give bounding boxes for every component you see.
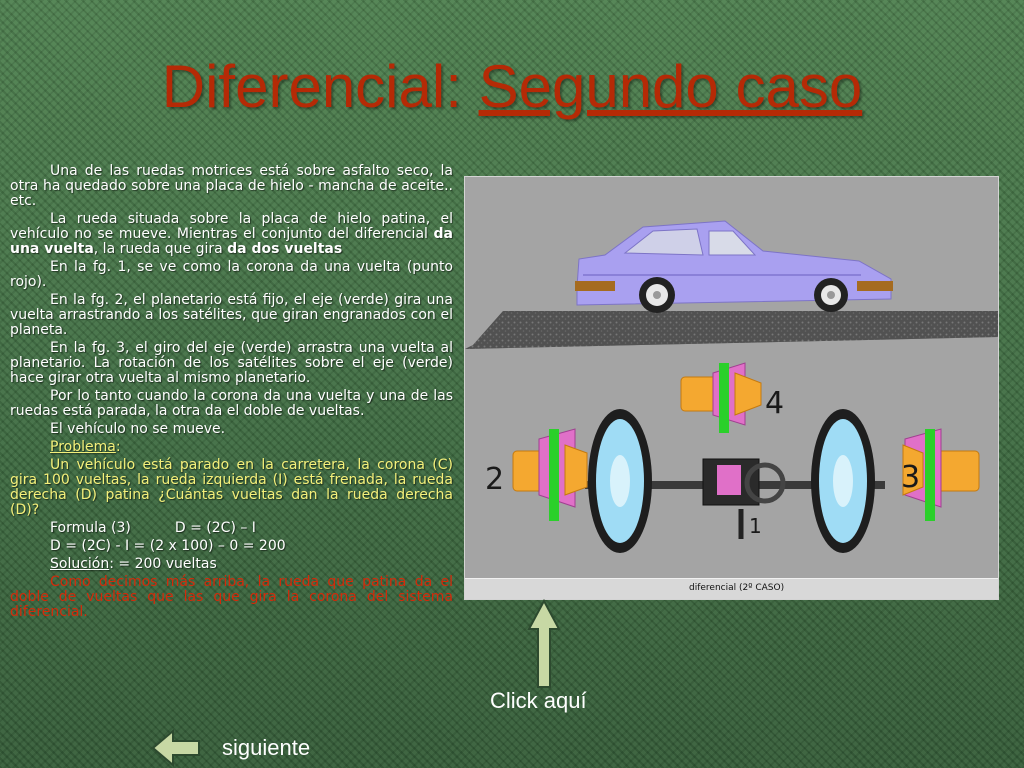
problema-heading: Problema: (10, 440, 453, 455)
problem-statement: Un vehículo está parado en la carretera,… (10, 457, 453, 518)
gear-set-left (512, 428, 588, 521)
up-arrow-icon[interactable] (527, 599, 561, 689)
differential-housing (702, 458, 786, 539)
figure-caption-bar: diferencial (2º CASO) (465, 578, 998, 599)
paragraph-5: En la fg. 3, el giro del eje (verde) arr… (10, 340, 453, 386)
p2-bold-a: da una vuelta (10, 226, 453, 257)
paragraph-2: La rueda situada sobre la placa de hielo… (10, 212, 453, 257)
solucion-value: : = 200 vueltas (109, 556, 217, 572)
solucion-line: Solución: = 200 vueltas (10, 557, 453, 572)
figure-label-1: 1 (749, 514, 762, 538)
figure-caption: diferencial (2º CASO) (689, 583, 785, 593)
right-wheel (811, 409, 875, 553)
problema-colon: : (115, 439, 121, 455)
paragraph-1: Una de las ruedas motrices está sobre as… (10, 163, 453, 209)
gear-set-top (680, 362, 762, 433)
click-here-link[interactable]: Click aquí (490, 688, 587, 713)
gear-set-right (902, 428, 980, 521)
p2-text-c: , la rueda que gira (93, 241, 228, 257)
left-arrow-icon[interactable] (151, 728, 201, 768)
differential-animation-figure: 2 3 4 1 diferencial (2º CASO) (464, 176, 999, 600)
paragraph-6: Por lo tanto cuando la corona da una vue… (10, 388, 453, 419)
conclusion: Como decimos más arriba, la rueda que pa… (10, 574, 453, 620)
figure-label-2: 2 (485, 462, 504, 497)
formula-expr: D = (2C) – I (174, 520, 256, 536)
left-wheel (588, 409, 652, 553)
solucion-label: Solución (50, 556, 110, 572)
p2-text-a: La rueda situada sobre la placa de hielo… (10, 211, 453, 242)
paragraph-3: En la fg. 1, se ve como la corona da una… (10, 259, 453, 290)
title-underlined: Segundo caso (478, 53, 863, 120)
formula-line: Formula (3) D = (2C) – I (10, 521, 453, 536)
figure-label-3: 3 (901, 460, 920, 495)
title-prefix: Diferencial: (161, 53, 479, 120)
differential-illustration: 2 3 4 1 (465, 220, 998, 553)
paragraph-4: En la fg. 2, el planetario está fijo, el… (10, 292, 453, 338)
body-text: Una de las ruedas motrices está sobre as… (10, 164, 453, 623)
slide-title: Diferencial: Segundo caso (0, 52, 1024, 121)
paragraph-7: El vehículo no se mueve. (50, 421, 226, 437)
problema-label: Problema (50, 439, 116, 455)
figure-label-4: 4 (765, 386, 784, 421)
calc-line: D = (2C) - I = (2 x 100) – 0 = 200 (50, 538, 286, 554)
next-link[interactable]: siguiente (222, 735, 311, 760)
p2-bold-d: da dos vueltas (227, 241, 343, 257)
formula-label: Formula (3) (50, 520, 131, 536)
car-illustration (575, 220, 893, 313)
